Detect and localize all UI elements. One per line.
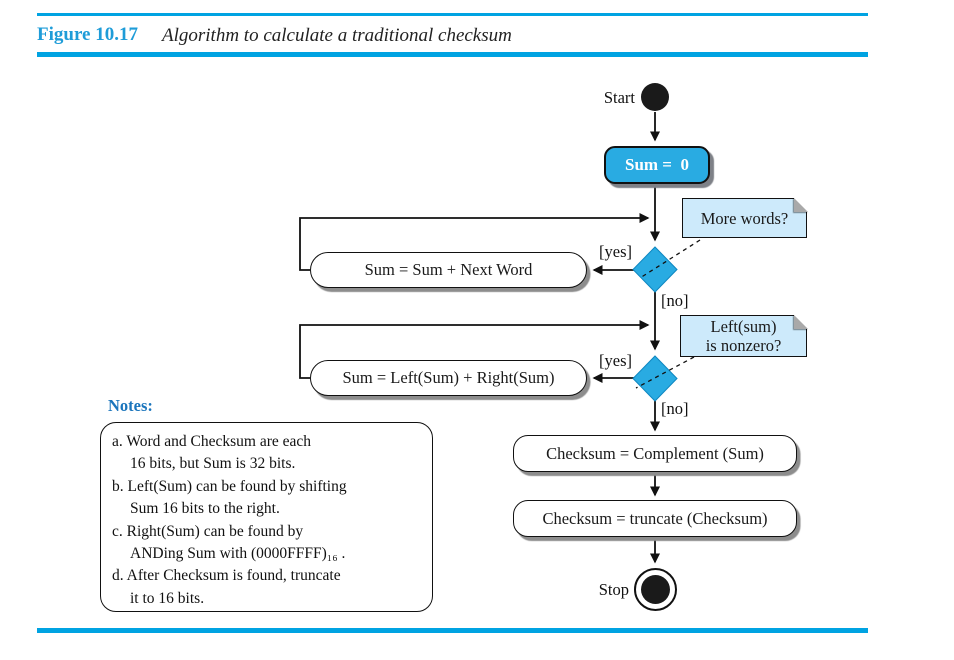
decision2-no-label: [no] bbox=[661, 399, 689, 418]
note-line: ANDing Sum with (0000FFFF)₁₆ . bbox=[130, 545, 346, 563]
note-line: Sum 16 bits to the right. bbox=[130, 500, 280, 518]
figure-title: Algorithm to calculate a traditional che… bbox=[162, 25, 512, 46]
notes-heading: Notes: bbox=[108, 396, 153, 415]
header-rule bbox=[37, 52, 868, 57]
bottom-rule bbox=[37, 628, 868, 633]
figure-number: Figure 10.17 bbox=[37, 24, 138, 45]
loop1-return-line bbox=[299, 213, 650, 271]
stop-node-core bbox=[641, 575, 670, 604]
folded-corner-icon bbox=[793, 314, 808, 329]
note-line: d. After Checksum is found, truncate bbox=[112, 567, 341, 585]
note-line: c. Right(Sum) can be found by bbox=[112, 522, 304, 540]
decision2-diamond bbox=[632, 355, 678, 402]
complement-box: Checksum = Complement (Sum) bbox=[513, 435, 797, 472]
decision1-no-label: [no] bbox=[661, 291, 689, 310]
note-line: it to 16 bits. bbox=[130, 589, 205, 607]
note-line: a. Word and Checksum are each bbox=[112, 433, 312, 450]
note-more-words: More words? bbox=[682, 197, 808, 238]
top-rule bbox=[37, 13, 868, 16]
note-line: 16 bits, but Sum is 32 bits. bbox=[130, 455, 296, 473]
note-line: b. Left(Sum) can be found by shifting bbox=[112, 477, 347, 495]
stop-node bbox=[634, 568, 677, 611]
note-nonzero-line1: Left(sum) bbox=[710, 317, 777, 336]
loop2-return-line bbox=[299, 320, 650, 379]
start-label: Start bbox=[603, 88, 635, 107]
start-node bbox=[641, 83, 669, 111]
decision1-diamond bbox=[632, 246, 678, 293]
note-more-words-text: More words? bbox=[700, 208, 789, 228]
wrap-sum-box: Sum = Left(Sum) + Right(Sum) bbox=[310, 360, 587, 396]
note-left-sum-nonzero: Left(sum) is nonzero? bbox=[680, 314, 808, 357]
note2-dashed-connector bbox=[635, 356, 695, 389]
decision2-yes-label: [yes] bbox=[599, 351, 632, 370]
decision1-yes-label: [yes] bbox=[599, 242, 632, 261]
truncate-box: Checksum = truncate (Checksum) bbox=[513, 500, 797, 537]
sum-next-word-box: Sum = Sum + Next Word bbox=[310, 252, 587, 288]
note1-dashed-connector bbox=[639, 239, 701, 279]
note-nonzero-line2: is nonzero? bbox=[705, 336, 782, 355]
notes-box: a. Word and Checksum are each 16 bits, b… bbox=[100, 422, 433, 612]
init-sum-box: Sum = 0 bbox=[604, 146, 710, 184]
folded-corner-icon bbox=[793, 197, 808, 212]
stop-label: Stop bbox=[598, 580, 629, 599]
